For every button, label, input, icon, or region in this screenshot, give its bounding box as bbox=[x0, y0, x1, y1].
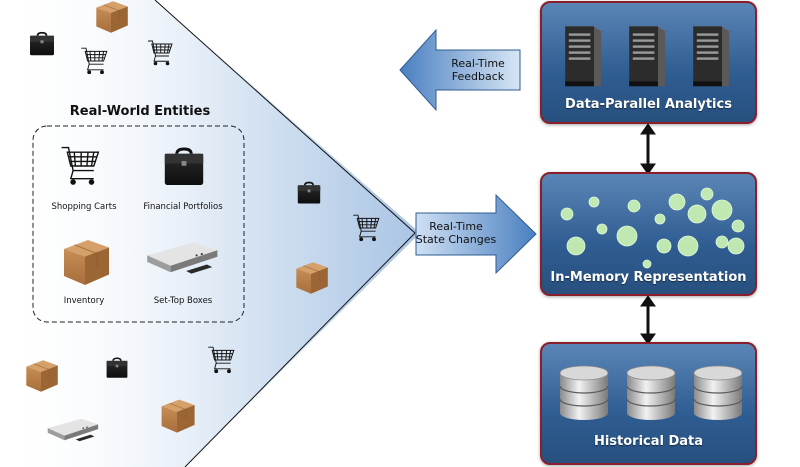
server-icon bbox=[693, 26, 730, 87]
entity-label-financial-portfolios: Financial Portfolios bbox=[143, 202, 223, 212]
entities-group-border bbox=[32, 125, 245, 323]
memory-panel: In-Memory Representation bbox=[540, 172, 757, 296]
state-change-label-line2: State Changes bbox=[415, 233, 497, 246]
briefcase-icon bbox=[296, 181, 322, 205]
funnel-edge-top bbox=[154, 0, 416, 234]
feedback-arrow bbox=[399, 28, 521, 112]
state-change-arrow bbox=[415, 193, 537, 275]
analytics-memory-connector bbox=[640, 123, 656, 175]
briefcase-icon bbox=[28, 31, 56, 57]
briefcase-icon bbox=[105, 357, 129, 379]
state-change-label-line1: Real-Time bbox=[429, 220, 483, 233]
entities-title: Real-World Entities bbox=[69, 104, 211, 119]
feedback-label-line1: Real-Time bbox=[451, 57, 505, 70]
memory-panel-art bbox=[560, 187, 745, 269]
entity-label-shopping-carts: Shopping Carts bbox=[51, 202, 117, 212]
server-icon bbox=[565, 26, 602, 87]
database-icon bbox=[559, 365, 609, 421]
historical-panel: Historical Data bbox=[540, 342, 757, 465]
memory-panel-title: In-Memory Representation bbox=[550, 270, 747, 285]
funnel-edge-bottom bbox=[184, 232, 416, 467]
funnel-wedge bbox=[0, 0, 420, 467]
briefcase-icon bbox=[163, 147, 205, 187]
analytics-panel: Data-Parallel Analytics bbox=[540, 1, 757, 124]
database-icon bbox=[693, 365, 743, 421]
state-change-arrow-label: Real-Time State Changes bbox=[408, 220, 504, 246]
feedback-label-line2: Feedback bbox=[451, 70, 505, 83]
analytics-panel-title: Data-Parallel Analytics bbox=[565, 97, 732, 112]
historical-panel-title: Historical Data bbox=[593, 434, 704, 449]
feedback-arrow-label: Real-Time Feedback bbox=[436, 57, 520, 83]
memory-historical-connector bbox=[640, 295, 656, 345]
database-icon bbox=[626, 365, 676, 421]
entity-label-inventory: Inventory bbox=[63, 296, 105, 306]
entity-label-set-top-boxes: Set-Top Boxes bbox=[153, 296, 213, 306]
memory-bubbles bbox=[560, 187, 745, 269]
server-icon bbox=[629, 26, 666, 87]
